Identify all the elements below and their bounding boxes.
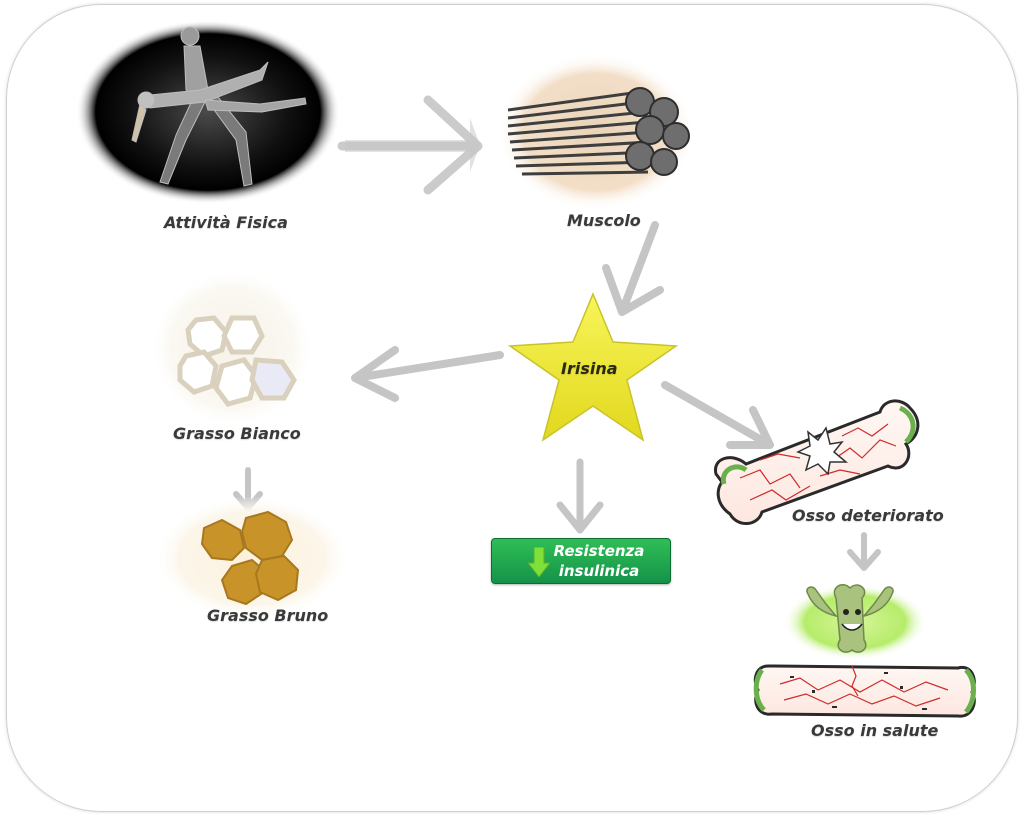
insulin-resistance-box: Resistenza insulinica	[491, 538, 671, 584]
label-healthy-bone: Osso in salute	[811, 721, 939, 740]
arrow-irisin-to-insulin-resistance	[556, 458, 604, 534]
down-arrow-icon	[528, 547, 550, 577]
label-irisin: Irisina	[561, 359, 618, 378]
arrow-irisin-to-damaged-bone	[661, 381, 774, 449]
cracked-bone	[714, 399, 920, 525]
label-damaged-bone: Osso deteriorato	[792, 506, 944, 525]
arrow-damaged-to-healthy-bone	[847, 532, 881, 571]
muscle-fibers-illustration	[498, 54, 694, 210]
label-white-fat: Grasso Bianco	[173, 424, 301, 443]
label-brown-fat: Grasso Bruno	[207, 606, 329, 625]
label-exercise: Attività Fisica	[164, 213, 288, 232]
insulin-resistance-line2: insulinica	[558, 562, 640, 580]
insulin-resistance-line1: Resistenza	[553, 542, 645, 560]
flexing-bone-mascot	[783, 584, 927, 660]
irisin-star	[507, 292, 679, 442]
insulin-resistance-label: Resistenza insulinica	[534, 541, 664, 581]
arrow-muscle-to-irisin	[602, 221, 664, 316]
white-adipocytes	[150, 268, 314, 428]
healthy-bone	[753, 664, 976, 718]
arrow-irisin-to-white-fat	[351, 346, 504, 402]
dancers-photo	[76, 20, 340, 204]
arrow-exercise-to-muscle	[337, 95, 483, 195]
label-muscle: Muscolo	[567, 211, 641, 230]
brown-adipocytes	[154, 496, 350, 620]
